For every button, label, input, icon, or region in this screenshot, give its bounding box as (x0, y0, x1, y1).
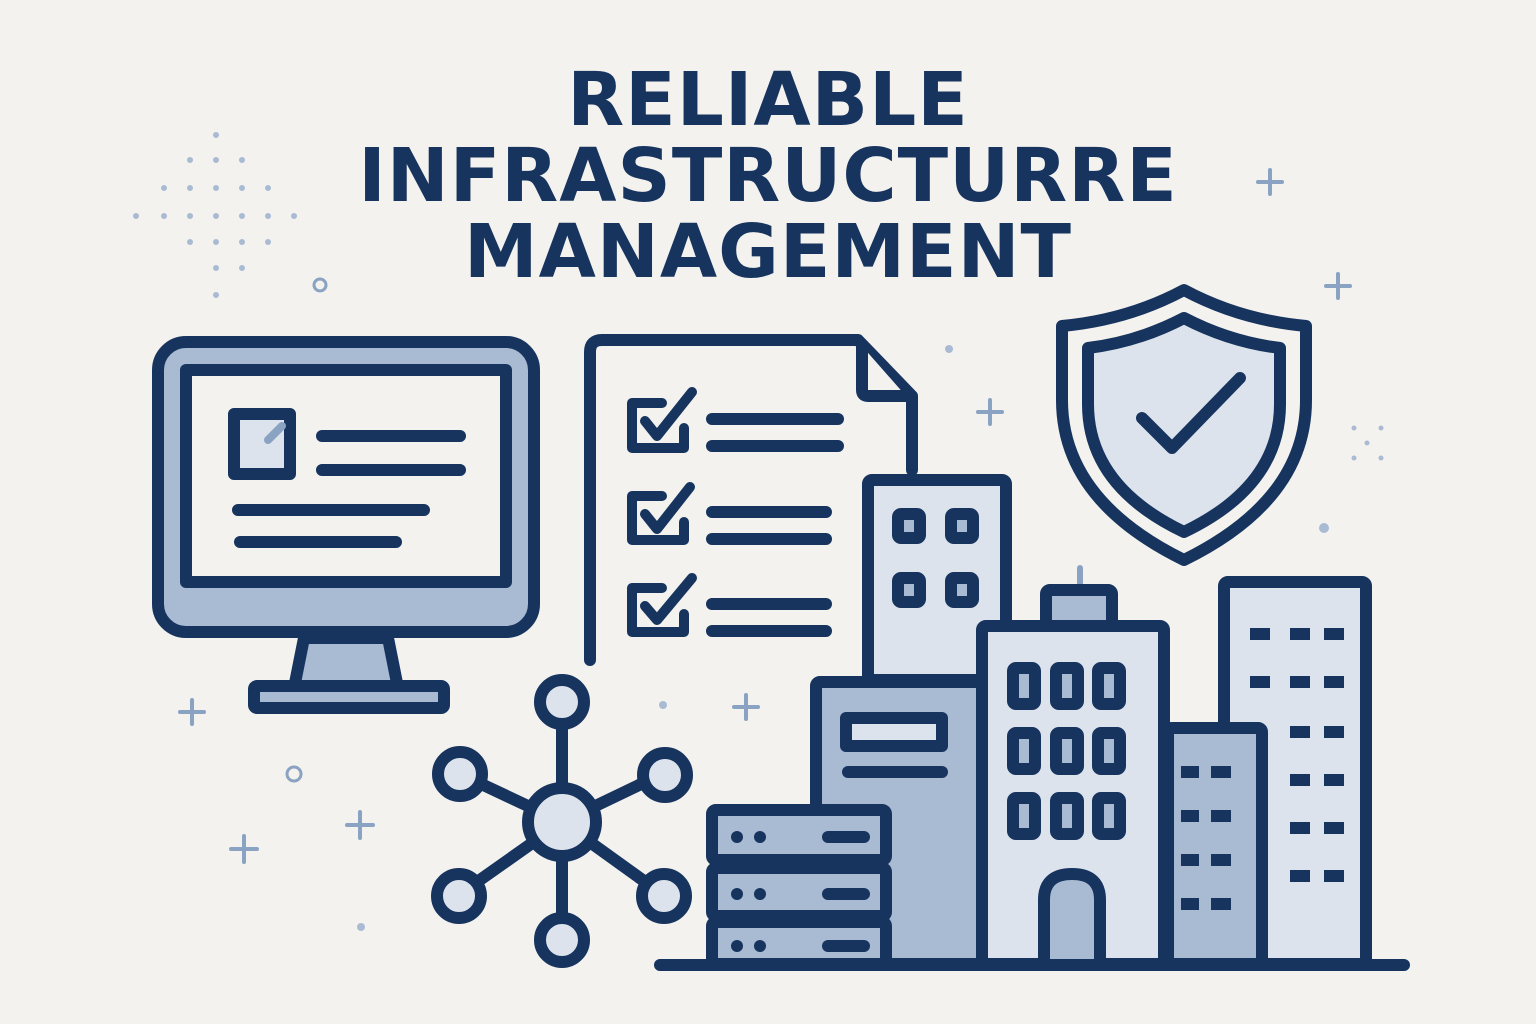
shield-check-icon (1056, 284, 1312, 566)
network-hub-icon (431, 674, 693, 968)
dot-grid-left (133, 132, 297, 298)
checklist-document-icon (584, 334, 918, 666)
city-buildings-icon (810, 474, 1372, 970)
title-line-1: RELIABLE (567, 57, 969, 143)
checklist-item-3 (627, 573, 832, 637)
checklist-item-2 (627, 482, 832, 545)
checklist-item-1 (627, 387, 844, 453)
page-title: RELIABLE INFRASTRUCTURRE MANAGEMENT (0, 62, 1536, 290)
title-line-2: INFRASTRUCTURRE (358, 133, 1178, 219)
monitor-icon (152, 336, 540, 714)
server-stack-icon (706, 804, 892, 970)
title-line-3: MANAGEMENT (464, 209, 1072, 295)
decorative-sparkles (133, 132, 1384, 931)
